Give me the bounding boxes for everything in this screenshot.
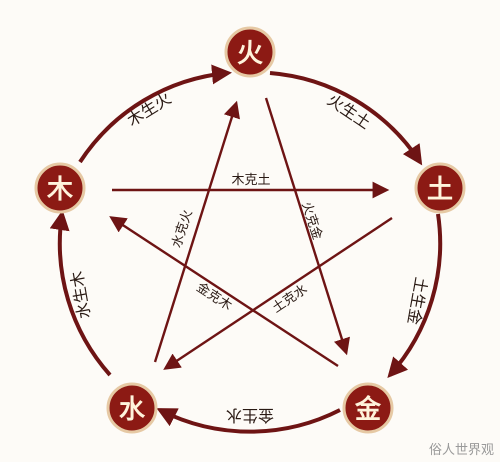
node-fire: 火 (224, 26, 276, 78)
label-wood-generates-fire: 木生火 (124, 89, 175, 131)
arc-metal-to-water (156, 408, 341, 434)
node-water-label: 水 (119, 395, 146, 425)
arc-wood-to-fire (78, 64, 232, 164)
node-earth-circle (414, 162, 466, 214)
arc-earth-to-metal (387, 213, 443, 378)
node-wood: 木 (34, 162, 86, 214)
label-fire-overcomes-metal: 火克金 (298, 200, 325, 242)
node-earth: 土 (414, 162, 466, 214)
generating-labels: 木生火 火生土 土生金 金生水 水生木 (67, 89, 431, 425)
node-wood-circle (34, 162, 86, 214)
node-metal: 金 (342, 382, 394, 434)
node-water: 水 (106, 382, 158, 434)
generating-cycle (49, 64, 443, 434)
node-metal-circle (342, 382, 394, 434)
node-water-circle (106, 382, 158, 434)
node-metal-label: 金 (354, 394, 382, 425)
arc-water-to-wood (49, 210, 112, 377)
label-wood-overcomes-earth: 木克土 (231, 173, 270, 188)
arrow-water-overcomes-fire (153, 100, 240, 363)
watermark: 俗人世界观 (429, 443, 494, 458)
arrow-metal-overcomes-wood (109, 216, 339, 368)
arc-fire-to-earth (269, 71, 423, 166)
node-wood-label: 木 (46, 175, 73, 205)
node-earth-label: 土 (427, 175, 453, 205)
label-metal-generates-water: 金生水 (226, 406, 274, 425)
overcoming-star (109, 97, 393, 370)
node-fire-circle (224, 26, 276, 78)
arrow-fire-overcomes-metal (264, 97, 350, 356)
node-fire-label: 火 (237, 39, 263, 69)
arrow-earth-overcomes-water (163, 217, 393, 370)
